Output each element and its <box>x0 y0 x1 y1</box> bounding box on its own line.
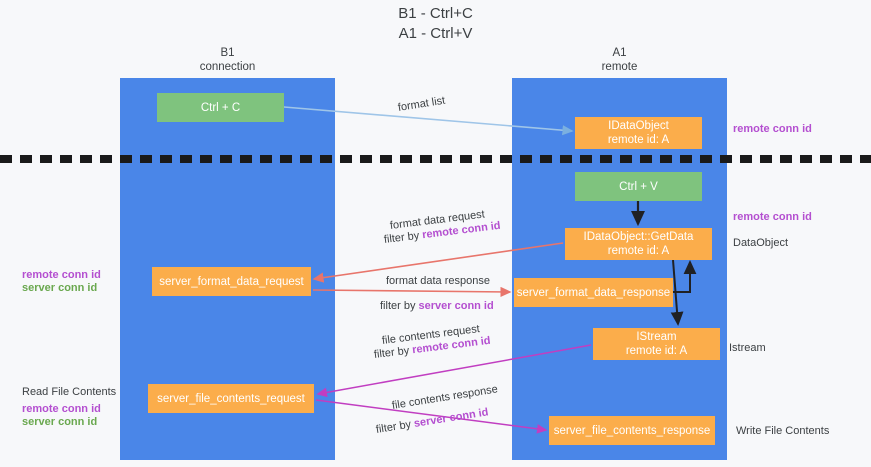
box-ctrl-v[interactable]: Ctrl + V <box>575 172 702 201</box>
side-label-left-server-conn-id-bottom: server conn id <box>22 416 98 428</box>
side-label-left-remote-conn-id-bottom: remote conn id <box>22 403 101 415</box>
filter-prefix: filter by <box>373 344 413 361</box>
box-server-format-data-response[interactable]: server_format_data_response <box>514 278 673 307</box>
column-heading-a1: A1 remote <box>601 47 638 73</box>
dashed-divider <box>0 155 871 163</box>
filter-key-server-conn-id: server conn id <box>413 406 490 430</box>
box-istream[interactable]: IStream remote id: A <box>593 328 720 360</box>
side-label-read-file-contents: Read File Contents <box>22 386 117 398</box>
side-label-dataobject: DataObject <box>733 237 789 249</box>
filter-key-server-conn-id: server conn id <box>418 300 494 312</box>
side-label-write-file-contents: Write File Contents <box>736 425 830 437</box>
column-heading-b1: B1 connection <box>199 47 256 73</box>
edge-label-format-list: format list <box>397 94 447 114</box>
side-label-remote-conn-id-top: remote conn id <box>733 123 812 135</box>
box-server-file-contents-request[interactable]: server_file_contents_request <box>148 384 314 413</box>
page-title: B1 - Ctrl+C A1 - Ctrl+V <box>398 5 473 42</box>
side-label-istream: Istream <box>729 342 766 354</box>
filter-prefix: filter by <box>375 418 415 436</box>
side-label-left-server-conn-id-mid: server conn id <box>22 282 98 294</box>
box-idataobject-getdata[interactable]: IDataObject::GetData remote id: A <box>565 228 712 260</box>
box-server-format-data-request[interactable]: server_format_data_request <box>152 267 311 296</box>
edge-label-format-data-response: format data response <box>386 275 490 287</box>
filter-prefix: filter by <box>380 300 419 312</box>
filter-prefix: filter by <box>383 229 423 246</box>
box-ctrl-c[interactable]: Ctrl + C <box>157 93 284 122</box>
box-server-file-contents-response[interactable]: server_file_contents_response <box>549 416 715 445</box>
edge-label-format-data-response-filter: filter by server conn id <box>380 299 494 313</box>
box-idataobject[interactable]: IDataObject remote id: A <box>575 117 702 149</box>
side-label-left-remote-conn-id-mid: remote conn id <box>22 269 101 281</box>
side-label-remote-conn-id-mid: remote conn id <box>733 211 812 223</box>
